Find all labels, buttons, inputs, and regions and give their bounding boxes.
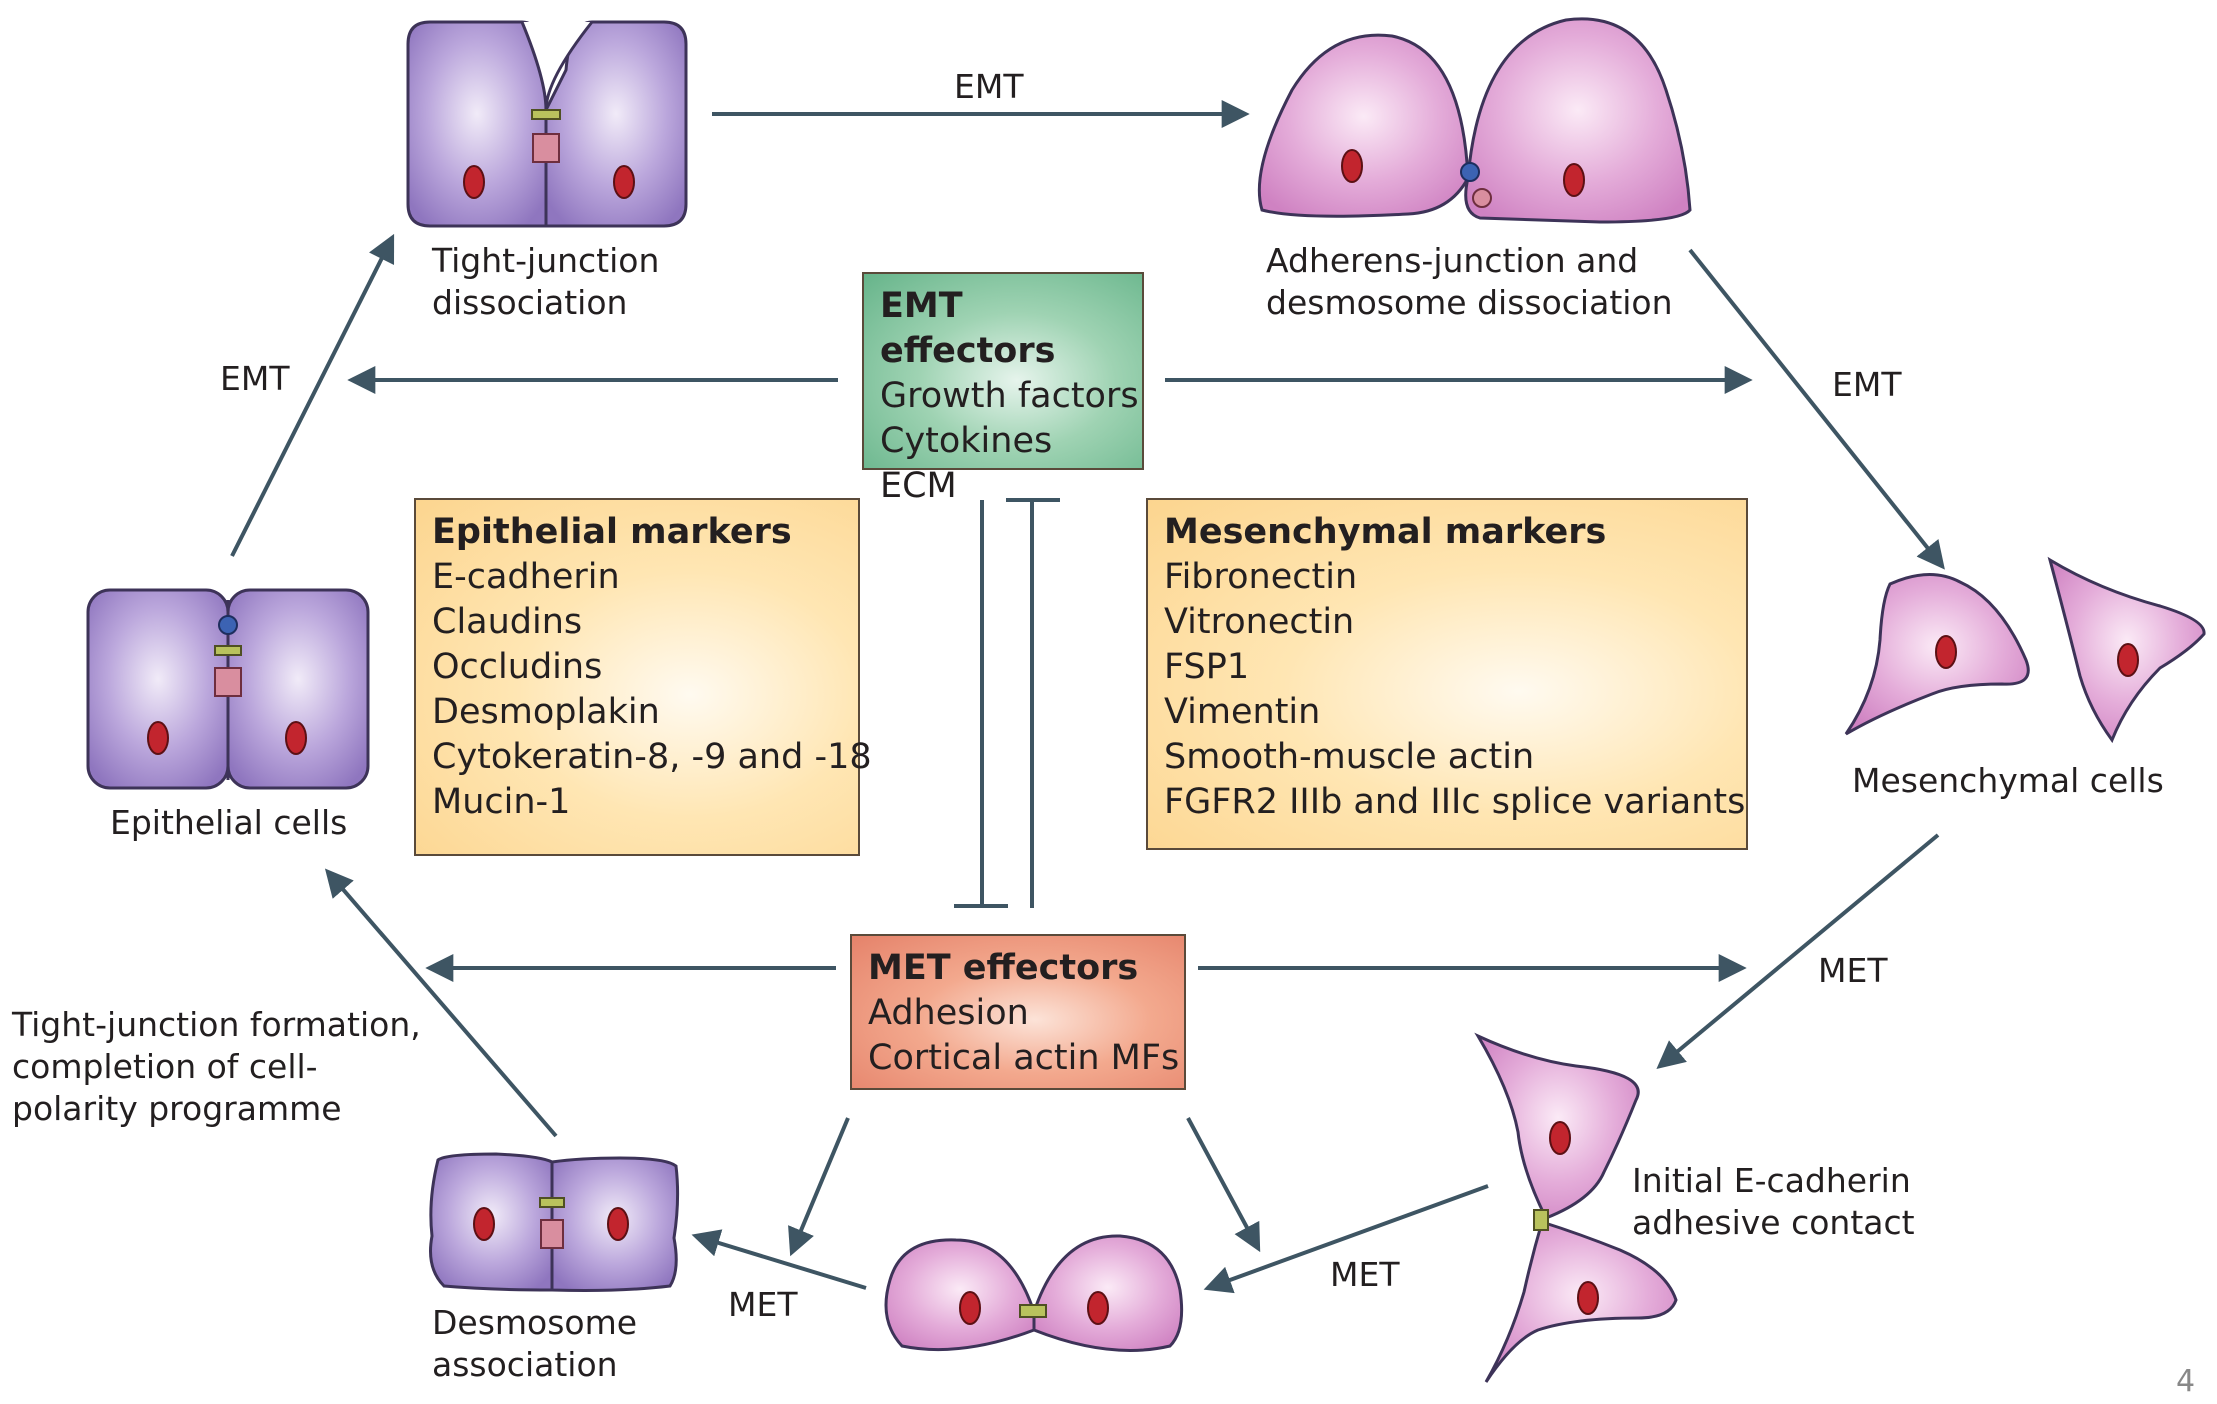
initial-contact-cells	[1474, 1032, 1678, 1383]
arrow-label-emt-right: EMT	[1832, 365, 1902, 404]
emt-effector-item: Growth factors	[880, 376, 1139, 416]
tight-junction-icon	[1019, 1304, 1047, 1318]
desmosome-icon	[1472, 188, 1492, 208]
mesenchymal-markers-box: Mesenchymal markers Fibronectin Vitronec…	[1146, 498, 1748, 850]
mesenchymal-cells	[1844, 556, 2206, 744]
epithelial-marker-item: Desmoplakin	[432, 692, 660, 732]
desmosome-icon	[540, 1219, 564, 1249]
label-initial-e-cadherin-contact: Initial E-cadherin adhesive contact	[1632, 1161, 1915, 1242]
arrow-emt-left-up	[230, 233, 395, 557]
label-tight-junction-dissociation: Tight-junction dissociation	[432, 241, 660, 322]
emt-effectors-box: EMT effectors Growth factors Cytokines E…	[862, 272, 1144, 506]
mesenchymal-markers-title: Mesenchymal markers	[1164, 512, 1607, 552]
mesenchymal-marker-item: Vitronectin	[1164, 602, 1355, 642]
page-number: 4	[2176, 1364, 2196, 1399]
tight-junction-icon	[214, 645, 242, 656]
met-effectors-title: MET effectors	[868, 948, 1139, 988]
mesenchymal-marker-item: Vimentin	[1164, 692, 1321, 732]
epithelial-markers-title: Epithelial markers	[432, 512, 792, 552]
met-effector-item: Cortical actin MFs	[868, 1038, 1180, 1078]
desmosome-association-cells	[429, 1152, 680, 1292]
arrow-met-right	[1656, 833, 1940, 1069]
adherens-junction-icon	[218, 615, 238, 635]
adhesion-cells	[884, 1234, 1184, 1352]
emt-effectors-title: EMT effectors	[880, 286, 1056, 371]
nucleus-icon	[473, 1207, 495, 1241]
tight-junction-icon	[531, 109, 561, 120]
epithelial-cells	[86, 588, 370, 790]
label-mesenchymal-cells: Mesenchymal cells	[1852, 761, 2164, 800]
arrow-met-to-epithelial	[324, 868, 558, 1138]
label-epithelial-cells: Epithelial cells	[110, 803, 348, 842]
arrow-label-met-bottom-right: MET	[1330, 1255, 1400, 1294]
desmosome-icon	[214, 667, 242, 697]
nucleus-icon	[1087, 1291, 1109, 1325]
nucleus-icon	[1935, 635, 1957, 669]
nucleus-icon	[1549, 1121, 1571, 1155]
mesenchymal-marker-item: Smooth-muscle actin	[1164, 737, 1535, 777]
arrow-label-emt-top: EMT	[954, 67, 1024, 106]
mesenchymal-marker-item: Fibronectin	[1164, 557, 1358, 597]
tight-junction-dissociation-cells	[406, 20, 688, 228]
emt-effector-item: Cytokines	[880, 421, 1053, 461]
met-effector-item: Adhesion	[868, 993, 1029, 1033]
arrow-met-bottom-right	[1203, 1184, 1489, 1294]
nucleus-icon	[613, 165, 635, 199]
arrow-label-met-bottom-left: MET	[728, 1285, 798, 1324]
emt-effector-item: ECM	[880, 466, 957, 506]
nucleus-icon	[959, 1291, 981, 1325]
epithelial-marker-item: Mucin-1	[432, 782, 571, 822]
nucleus-icon	[1577, 1281, 1599, 1315]
e-cadherin-contact-icon	[1533, 1209, 1549, 1231]
nucleus-icon	[1563, 163, 1585, 197]
label-adherens-desmosome-dissociation: Adherens-junction and desmosome dissocia…	[1266, 241, 1673, 322]
arrow-emt-right-down	[1688, 248, 1945, 570]
met-effectors-box: MET effectors Adhesion Cortical actin MF…	[850, 934, 1186, 1090]
nucleus-icon	[147, 721, 169, 755]
mesenchymal-marker-item: FSP1	[1164, 647, 1250, 687]
adherens-junction-icon	[1460, 162, 1480, 182]
nucleus-icon	[607, 1207, 629, 1241]
label-tight-junction-formation: Tight-junction formation, completion of …	[12, 1005, 421, 1128]
adherens-dissociation-cells	[1257, 17, 1692, 224]
arrow-label-emt-left: EMT	[220, 359, 290, 398]
nucleus-icon	[463, 165, 485, 199]
label-desmosome-association: Desmosome association	[432, 1303, 638, 1384]
desmosome-icon	[532, 133, 560, 163]
nucleus-icon	[1341, 149, 1363, 183]
epithelial-marker-item: E-cadherin	[432, 557, 620, 597]
epithelial-markers-box: Epithelial markers E-cadherin Claudins O…	[414, 498, 872, 856]
epithelial-marker-item: Cytokeratin-8, -9 and -18	[432, 737, 872, 777]
mesenchymal-marker-item: FGFR2 IIIb and IIIc splice variants	[1164, 782, 1746, 822]
arrow-met-effectors-down-right	[1186, 1117, 1261, 1253]
tight-junction-icon	[539, 1197, 565, 1208]
arrow-label-met-right: MET	[1818, 951, 1888, 990]
arrow-met-effectors-down-left	[788, 1117, 850, 1257]
nucleus-icon	[285, 721, 307, 755]
epithelial-marker-item: Claudins	[432, 602, 583, 642]
arrow-met-bottom-left	[691, 1229, 867, 1290]
epithelial-marker-item: Occludins	[432, 647, 603, 687]
nucleus-icon	[2117, 643, 2139, 677]
